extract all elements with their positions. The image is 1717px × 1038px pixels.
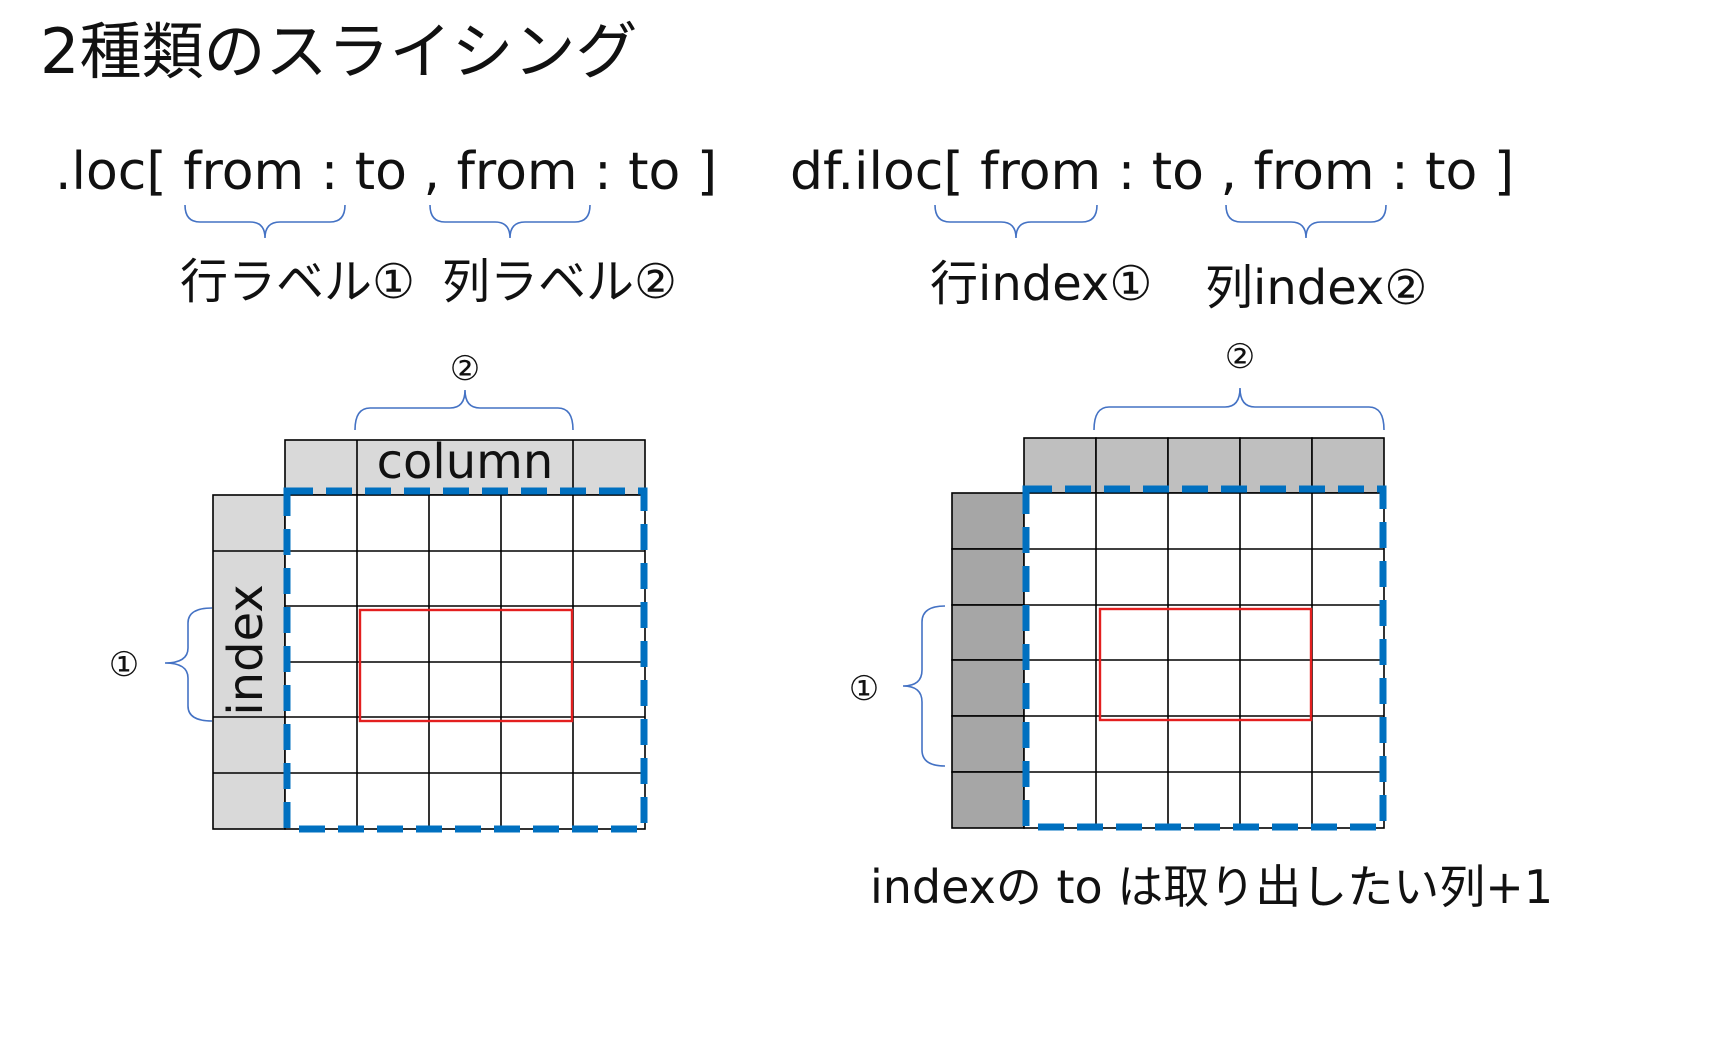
iloc-grid-row-brace — [902, 605, 946, 767]
loc-syntax: .loc[ from : to , from : to ] — [55, 142, 718, 202]
loc-mark-rows: ① — [109, 645, 139, 685]
iloc-mark-rows: ① — [849, 669, 879, 709]
loc-grid-col-brace — [354, 389, 574, 431]
iloc-note: indexの to は取り出したい列+1 — [870, 860, 1554, 914]
loc-grid-row-brace — [164, 607, 213, 722]
page-title: 2種類のスライシング — [40, 15, 638, 88]
iloc-mark-cols: ② — [1225, 337, 1255, 377]
iloc-cells — [1023, 492, 1385, 829]
loc-mark-cols: ② — [450, 349, 480, 389]
index-header-label: index — [218, 584, 274, 715]
iloc-grid-col-brace — [1093, 387, 1385, 431]
loc-row-brace — [184, 204, 346, 239]
iloc-col-label: 列index② — [1205, 260, 1428, 316]
column-header-label: column — [377, 434, 554, 490]
loc-grid: column index ② ① — [109, 349, 648, 833]
loc-column-header — [284, 439, 646, 496]
loc-cells — [284, 494, 646, 830]
loc-col-label: 列ラベル② — [442, 254, 678, 310]
loc-row-label: 行ラベル① — [180, 254, 416, 310]
loc-col-brace — [429, 204, 591, 239]
iloc-grid: ② ① — [849, 337, 1387, 831]
iloc-column-header — [1023, 437, 1385, 494]
loc-dashed-frame — [283, 487, 648, 833]
iloc-index-header — [951, 492, 1025, 829]
iloc-dashed-frame — [1022, 485, 1387, 831]
iloc-syntax: df.iloc[ from : to , from : to ] — [790, 142, 1515, 202]
loc-selection-box — [358, 608, 574, 723]
iloc-col-brace — [1225, 204, 1387, 239]
iloc-row-label: 行index① — [930, 256, 1153, 312]
iloc-selection-box — [1098, 607, 1313, 722]
iloc-row-brace — [934, 204, 1098, 239]
